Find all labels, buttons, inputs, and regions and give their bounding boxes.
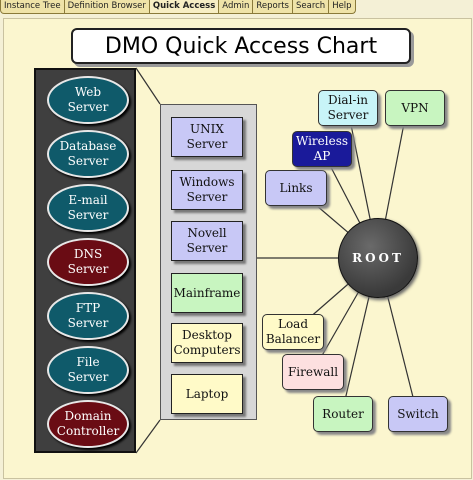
box-label: Server xyxy=(186,190,228,204)
node-label: Domain xyxy=(64,409,112,423)
menu-tabs: Instance Tree Definition Browser Quick A… xyxy=(0,0,356,14)
node-label: VPN xyxy=(401,100,429,115)
vpn-node[interactable]: VPN xyxy=(385,90,445,126)
node-label: Server xyxy=(67,370,109,384)
node-label: Server xyxy=(67,262,109,276)
laptop-box[interactable]: Laptop xyxy=(171,374,243,414)
node-label: Server xyxy=(67,100,109,114)
box-label: Windows xyxy=(179,175,235,189)
node-label: Balancer xyxy=(265,332,321,346)
top-menu-bar: Instance Tree Definition Browser Quick A… xyxy=(0,0,473,14)
box-label: Computers xyxy=(173,343,241,357)
node-label: Firewall xyxy=(287,364,339,379)
box-label: Server xyxy=(186,137,228,151)
tab-admin[interactable]: Admin xyxy=(219,0,254,13)
tab-instance-tree[interactable]: Instance Tree xyxy=(1,0,65,13)
tab-quick-access[interactable]: Quick Access xyxy=(149,0,220,13)
node-label: Database xyxy=(59,139,117,153)
node-label: Web xyxy=(74,85,102,99)
node-label: Controller xyxy=(56,424,120,438)
node-label: Server xyxy=(67,208,109,222)
node-label: Load xyxy=(277,317,308,331)
router-node[interactable]: Router xyxy=(313,396,373,432)
box-label: UNIX xyxy=(190,122,224,136)
node-label: Server xyxy=(67,316,109,330)
tab-definition-browser[interactable]: Definition Browser xyxy=(65,0,150,13)
node-label: File xyxy=(76,355,100,369)
links-node[interactable]: Links xyxy=(265,170,327,206)
node-label: Server xyxy=(67,154,109,168)
mainframe-box[interactable]: Mainframe xyxy=(171,273,243,313)
chart-title: DMO Quick Access Chart xyxy=(71,28,411,64)
node-label: Switch xyxy=(397,406,439,421)
tab-reports[interactable]: Reports xyxy=(253,0,293,13)
node-label: AP xyxy=(313,149,331,163)
switch-node[interactable]: Switch xyxy=(388,396,448,432)
root-node[interactable]: ROOT xyxy=(338,218,418,298)
box-label: Novell xyxy=(187,226,227,240)
box-label: Laptop xyxy=(185,386,229,401)
node-label: Server xyxy=(327,108,369,122)
box-label: Desktop xyxy=(182,328,232,342)
box-label: Mainframe xyxy=(173,285,241,300)
tab-help[interactable]: Help xyxy=(332,1,352,11)
node-label: DNS xyxy=(73,247,103,261)
node-label: Wireless xyxy=(295,134,349,148)
box-label: Server xyxy=(186,241,228,255)
node-label: FTP xyxy=(75,301,101,315)
tab-search[interactable]: Search xyxy=(293,0,330,13)
node-label: E-mail xyxy=(68,193,108,207)
node-label: Router xyxy=(322,406,364,421)
firewall-node[interactable]: Firewall xyxy=(282,354,344,390)
node-label: Links xyxy=(279,180,313,195)
node-label: Dial-in xyxy=(327,93,369,107)
